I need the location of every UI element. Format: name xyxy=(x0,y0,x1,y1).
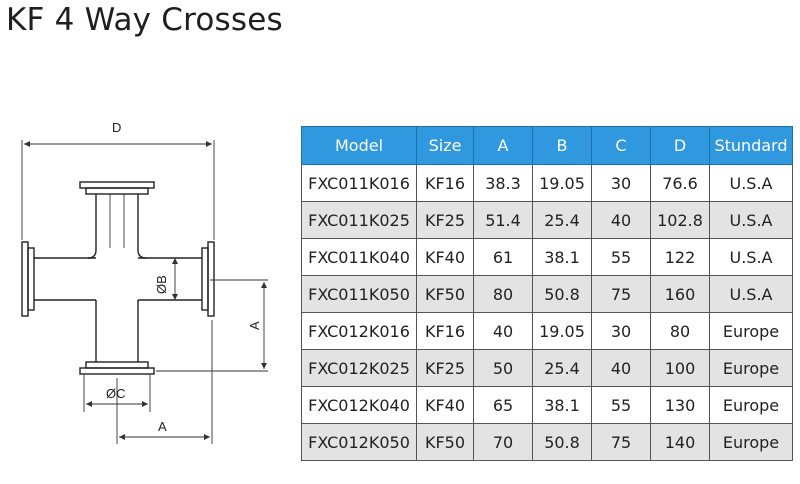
cell-a: 70 xyxy=(473,423,533,461)
cell-c: 75 xyxy=(591,423,651,461)
cell-model: FXC012K040 xyxy=(301,386,417,424)
cell-model: FXC012K016 xyxy=(301,312,417,350)
cell-standard: Europe xyxy=(709,312,793,350)
cell-b: 19.05 xyxy=(532,164,592,202)
cell-a: 51.4 xyxy=(473,201,533,239)
dim-label-d: D xyxy=(112,120,121,135)
col-header-c: C xyxy=(591,126,651,165)
cell-d: 140 xyxy=(650,423,710,461)
cell-model: FXC011K016 xyxy=(301,164,417,202)
dim-label-b: ØB xyxy=(154,275,169,294)
col-header-standard: Stundard xyxy=(709,126,793,165)
cell-model: FXC011K040 xyxy=(301,238,417,276)
table-row: FXC011K040 KF40 61 38.1 55 122 U.S.A xyxy=(301,238,793,276)
cell-b: 19.05 xyxy=(532,312,592,350)
table-row: FXC011K016 KF16 38.3 19.05 30 76.6 U.S.A xyxy=(301,164,793,202)
cell-a: 50 xyxy=(473,349,533,387)
cell-a: 38.3 xyxy=(473,164,533,202)
cell-c: 40 xyxy=(591,201,651,239)
cell-size: KF50 xyxy=(416,423,474,461)
cell-size: KF40 xyxy=(416,386,474,424)
cell-a: 61 xyxy=(473,238,533,276)
cell-model: FXC012K050 xyxy=(301,423,417,461)
cell-d: 76.6 xyxy=(650,164,710,202)
cell-d: 102.8 xyxy=(650,201,710,239)
cell-size: KF16 xyxy=(416,164,474,202)
cell-c: 75 xyxy=(591,275,651,313)
cell-c: 55 xyxy=(591,386,651,424)
table-row: FXC012K016 KF16 40 19.05 30 80 Europe xyxy=(301,312,793,350)
col-header-b: B xyxy=(532,126,592,165)
cell-d: 122 xyxy=(650,238,710,276)
cell-b: 38.1 xyxy=(532,386,592,424)
cell-b: 50.8 xyxy=(532,423,592,461)
table-header-row: Model Size A B C D Stundard xyxy=(301,126,793,165)
col-header-a: A xyxy=(473,126,533,165)
spec-table: Model Size A B C D Stundard FXC011K016 K… xyxy=(301,126,793,461)
cell-c: 40 xyxy=(591,349,651,387)
cell-model: FXC011K025 xyxy=(301,201,417,239)
table-row: FXC011K050 KF50 80 50.8 75 160 U.S.A xyxy=(301,275,793,313)
page-title: KF 4 Way Crosses xyxy=(6,2,283,38)
table-row: FXC012K050 KF50 70 50.8 75 140 Europe xyxy=(301,423,793,461)
cell-c: 55 xyxy=(591,238,651,276)
cell-b: 38.1 xyxy=(532,238,592,276)
cell-size: KF40 xyxy=(416,238,474,276)
table-row: FXC011K025 KF25 51.4 25.4 40 102.8 U.S.A xyxy=(301,201,793,239)
dim-label-c: ØC xyxy=(106,386,126,401)
cell-standard: Europe xyxy=(709,349,793,387)
cell-d: 100 xyxy=(650,349,710,387)
cell-d: 160 xyxy=(650,275,710,313)
cell-b: 25.4 xyxy=(532,201,592,239)
table-row: FXC012K040 KF40 65 38.1 55 130 Europe xyxy=(301,386,793,424)
cell-d: 130 xyxy=(650,386,710,424)
cell-standard: U.S.A xyxy=(709,201,793,239)
cell-size: KF50 xyxy=(416,275,474,313)
cross-technical-drawing: D ØB A ØC A xyxy=(21,120,268,444)
dim-label-a-horizontal: A xyxy=(158,419,167,434)
cell-standard: U.S.A xyxy=(709,164,793,202)
cell-a: 80 xyxy=(473,275,533,313)
cell-size: KF16 xyxy=(416,312,474,350)
cell-c: 30 xyxy=(591,312,651,350)
cell-b: 50.8 xyxy=(532,275,592,313)
cell-standard: U.S.A xyxy=(709,238,793,276)
cell-d: 80 xyxy=(650,312,710,350)
cell-c: 30 xyxy=(591,164,651,202)
cell-standard: U.S.A xyxy=(709,275,793,313)
dim-label-a-vertical: A xyxy=(247,321,262,330)
cell-model: FXC012K025 xyxy=(301,349,417,387)
col-header-d: D xyxy=(650,126,710,165)
cell-standard: Europe xyxy=(709,386,793,424)
cell-a: 65 xyxy=(473,386,533,424)
cell-model: FXC011K050 xyxy=(301,275,417,313)
cell-size: KF25 xyxy=(416,349,474,387)
table-row: FXC012K025 KF25 50 25.4 40 100 Europe xyxy=(301,349,793,387)
col-header-size: Size xyxy=(416,126,474,165)
col-header-model: Model xyxy=(301,126,417,165)
cell-size: KF25 xyxy=(416,201,474,239)
cell-a: 40 xyxy=(473,312,533,350)
cell-standard: Europe xyxy=(709,423,793,461)
cell-b: 25.4 xyxy=(532,349,592,387)
